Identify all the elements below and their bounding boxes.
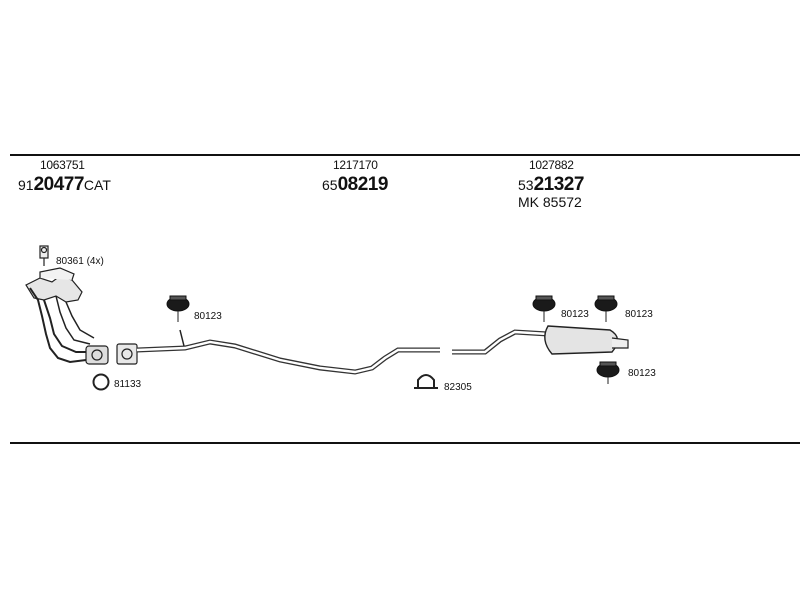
rear-muffler-drawing	[544, 325, 629, 355]
part-1-ref: 1063751	[40, 158, 85, 172]
part-2-ref: 1217170	[333, 158, 378, 172]
flange-drawing	[116, 343, 138, 365]
part-3-code-prefix: 53	[518, 177, 534, 193]
gasket-ring-icon	[92, 373, 110, 391]
callout-hanger-r3: 80123	[628, 368, 656, 379]
part-1-code-main: 20477	[33, 174, 85, 195]
part-1-code: 9120477CAT	[18, 174, 111, 196]
part-3-ref: 1027882	[529, 158, 574, 172]
callout-hanger-r2: 80123	[625, 309, 653, 320]
callout-gasket: 81133	[114, 379, 142, 390]
part-3-extra: MK 85572	[518, 194, 582, 210]
callout-bolt: 80361 (4x)	[56, 256, 104, 267]
part-1-code-suffix: CAT	[83, 177, 111, 193]
callout-clamp: 82305	[444, 382, 472, 393]
hanger-left-icon	[166, 295, 190, 322]
hanger-r2-icon	[594, 295, 618, 322]
hanger-r1-icon	[532, 295, 556, 322]
part-3-code-main: 21327	[533, 174, 585, 195]
clamp-icon	[414, 374, 438, 389]
manifold-drawing	[25, 267, 109, 365]
hanger-r3-icon	[596, 361, 620, 384]
bolt-icon	[39, 245, 49, 266]
callout-hanger-left: 80123	[194, 311, 222, 322]
top-rule	[10, 154, 800, 156]
bottom-rule	[10, 442, 800, 444]
part-2-code-prefix: 65	[322, 177, 338, 193]
part-1-code-prefix: 91	[18, 177, 34, 193]
part-2-code: 6508219	[322, 174, 388, 196]
middle-pipe-drawing	[136, 339, 440, 375]
callout-hanger-r1: 80123	[561, 309, 589, 320]
rear-pipe-drawing	[452, 329, 549, 355]
part-3-code: 5321327	[518, 174, 584, 196]
part-2-code-main: 08219	[337, 174, 389, 195]
